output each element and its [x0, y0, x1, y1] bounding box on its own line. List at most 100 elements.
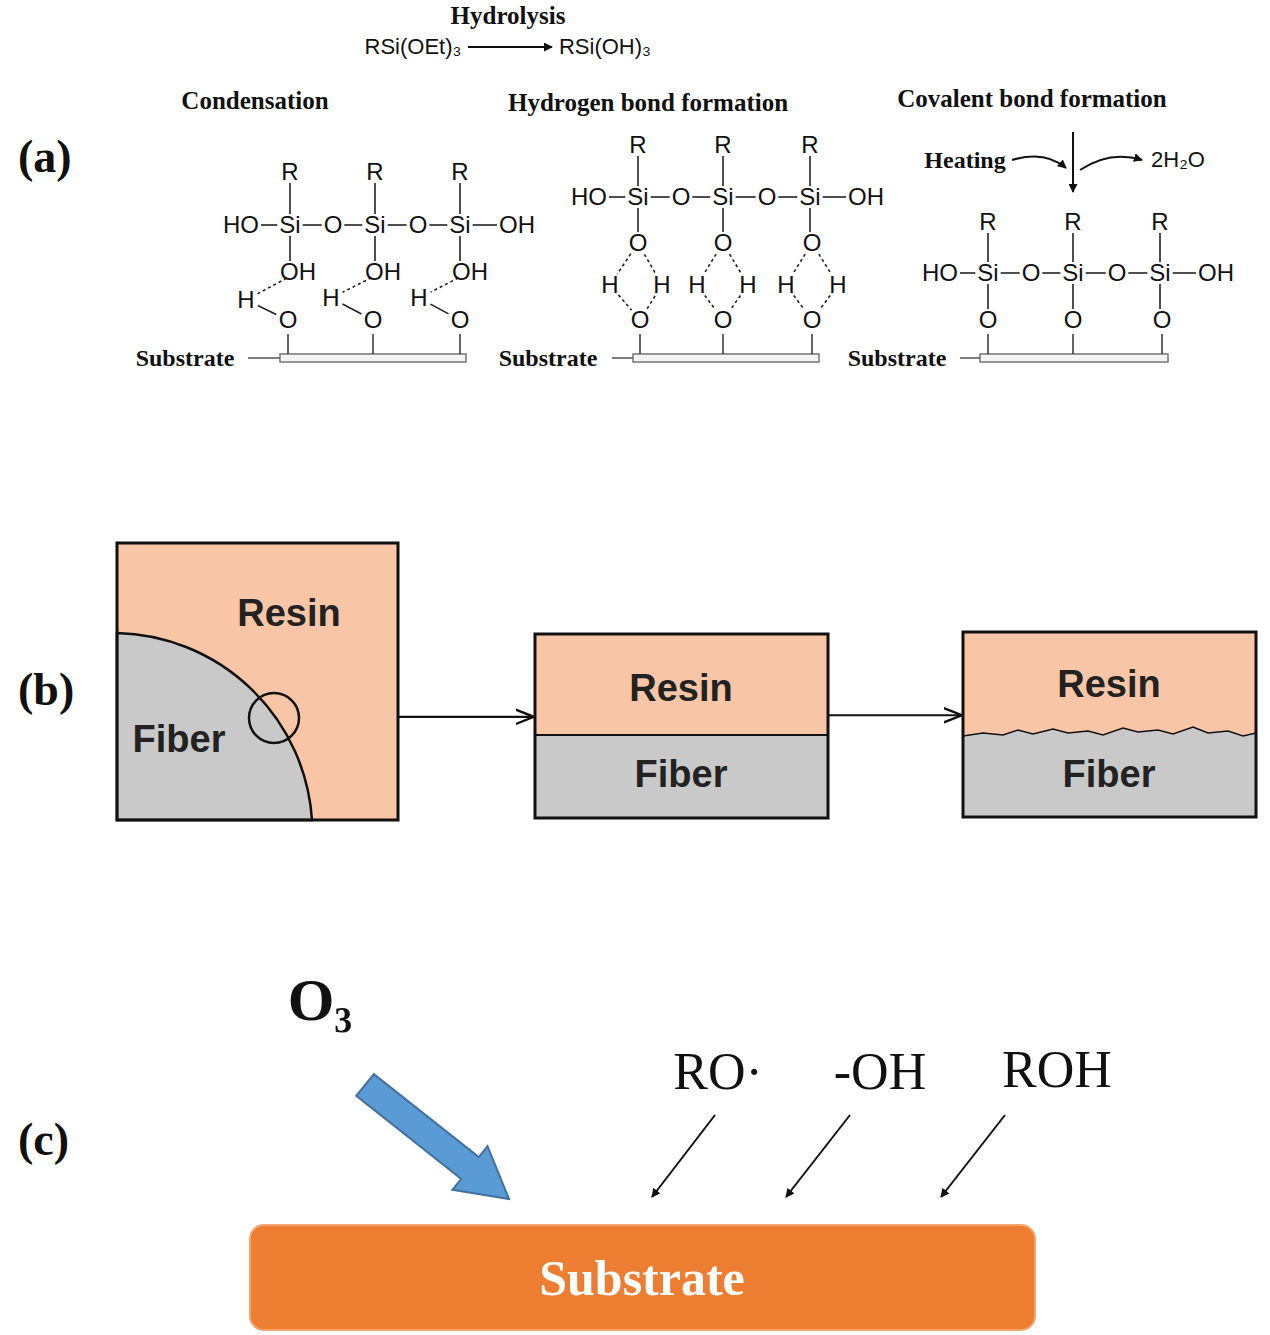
hydrogen-bond — [618, 295, 631, 310]
atom-label: Si — [364, 213, 385, 237]
atom-label: R — [366, 160, 383, 184]
hydrogen-bond — [617, 254, 631, 274]
step-title: Covalent bond formation — [897, 86, 1166, 111]
atom-label: R — [1151, 210, 1168, 234]
atom-label: R — [801, 133, 818, 157]
covalent-bond — [459, 183, 461, 214]
covalent-bond — [722, 208, 724, 232]
atom-label: O — [979, 308, 998, 332]
covalent-bond — [987, 233, 989, 262]
panel-letter: (c) — [18, 1117, 69, 1163]
atom-label: OH — [452, 260, 488, 284]
covalent-bond — [823, 196, 846, 198]
covalent-bond — [430, 304, 448, 314]
atom-label: O — [1022, 261, 1041, 285]
atom-label: H — [653, 273, 670, 297]
atom-label: R — [281, 160, 298, 184]
atom-label: OH — [848, 185, 884, 209]
atom-label: R — [714, 133, 731, 157]
covalent-bond — [609, 196, 625, 198]
formula-label: RSi(OH)₃ — [559, 36, 651, 58]
atom-label: OH — [499, 213, 535, 237]
material-label: Resin — [1057, 665, 1160, 703]
zoom-arrow — [828, 714, 960, 716]
atom-label: HO — [571, 185, 607, 209]
hydrogen-bond — [704, 254, 716, 274]
covalent-bond — [258, 306, 277, 315]
atom-label: O — [631, 308, 650, 332]
atom-label: OH — [365, 260, 401, 284]
atom-label: HO — [922, 261, 958, 285]
covalent-bond — [809, 208, 811, 232]
covalent-bond — [429, 224, 447, 226]
atom-label: H — [688, 273, 705, 297]
atom-label: O — [803, 231, 822, 255]
covalent-bond — [987, 284, 989, 309]
step-title: Hydrogen bond formation — [508, 90, 788, 115]
material-label: Fiber — [133, 720, 226, 758]
covalent-bond — [1072, 233, 1074, 262]
material-label: Resin — [237, 594, 340, 632]
atom-label: O — [1108, 261, 1127, 285]
covalent-bond — [1001, 272, 1020, 274]
step-title: Condensation — [181, 88, 328, 113]
atom-label: O — [629, 231, 648, 255]
covalent-bond — [1173, 272, 1196, 274]
covalent-bond — [1128, 272, 1147, 274]
atom-label: H — [777, 273, 794, 297]
hydrogen-bond — [644, 254, 655, 273]
covalent-bond — [651, 196, 670, 198]
atom-label: O — [324, 213, 343, 237]
atom-label: R — [629, 133, 646, 157]
atom-label: Si — [627, 185, 648, 209]
covalent-bond — [1072, 284, 1074, 309]
atom-label: Si — [799, 185, 820, 209]
covalent-bond — [692, 196, 710, 198]
substrate-label: Substrate — [499, 346, 598, 370]
atom-label: O — [279, 308, 298, 332]
covalent-bond — [1159, 284, 1161, 309]
atom-label: O — [758, 185, 777, 209]
atom-label: O — [1064, 308, 1083, 332]
atom-label: H — [322, 286, 339, 310]
covalent-bond — [473, 224, 497, 226]
heating-label: Heating — [924, 148, 1005, 172]
atom-label: H — [739, 273, 756, 297]
covalent-bond — [289, 183, 291, 214]
atom-label: OH — [1198, 261, 1234, 285]
resin-fiber-panel: ResinFiber — [117, 543, 398, 820]
atom-label: R — [979, 210, 996, 234]
zoom-arrow — [398, 716, 532, 718]
atom-label: H — [601, 273, 618, 297]
atom-label: H — [829, 273, 846, 297]
covalent-bond — [303, 224, 322, 226]
atom-label: O — [672, 185, 691, 209]
material-label: Resin — [629, 669, 732, 707]
covalent-bond — [1042, 272, 1060, 274]
covalent-bond — [289, 236, 291, 261]
material-label: Fiber — [1063, 755, 1156, 793]
ozone-label: O₃ — [288, 970, 353, 1030]
atom-label: OH — [280, 260, 316, 284]
substrate-label: Substrate — [848, 346, 947, 370]
panel-letter: (a) — [18, 134, 72, 180]
step-title: Hydrolysis — [451, 3, 566, 28]
hydrogen-bond — [730, 254, 742, 274]
panel-letter: (b) — [18, 667, 74, 713]
atom-label: Si — [1149, 261, 1170, 285]
atom-label: HO — [223, 213, 259, 237]
covalent-bond — [261, 224, 277, 226]
atom-label: R — [1064, 210, 1081, 234]
covalent-bond — [1159, 233, 1161, 262]
atom-label: H — [410, 286, 427, 310]
species-label: -OH — [834, 1046, 926, 1098]
covalent-bond — [637, 156, 639, 186]
atom-label: O — [409, 213, 428, 237]
covalent-bond — [388, 224, 407, 226]
covalent-bond — [374, 183, 376, 214]
atom-label: Si — [1062, 261, 1083, 285]
species-label: ROH — [1002, 1044, 1112, 1096]
atom-label: O — [451, 308, 470, 332]
atom-label: O — [803, 308, 822, 332]
